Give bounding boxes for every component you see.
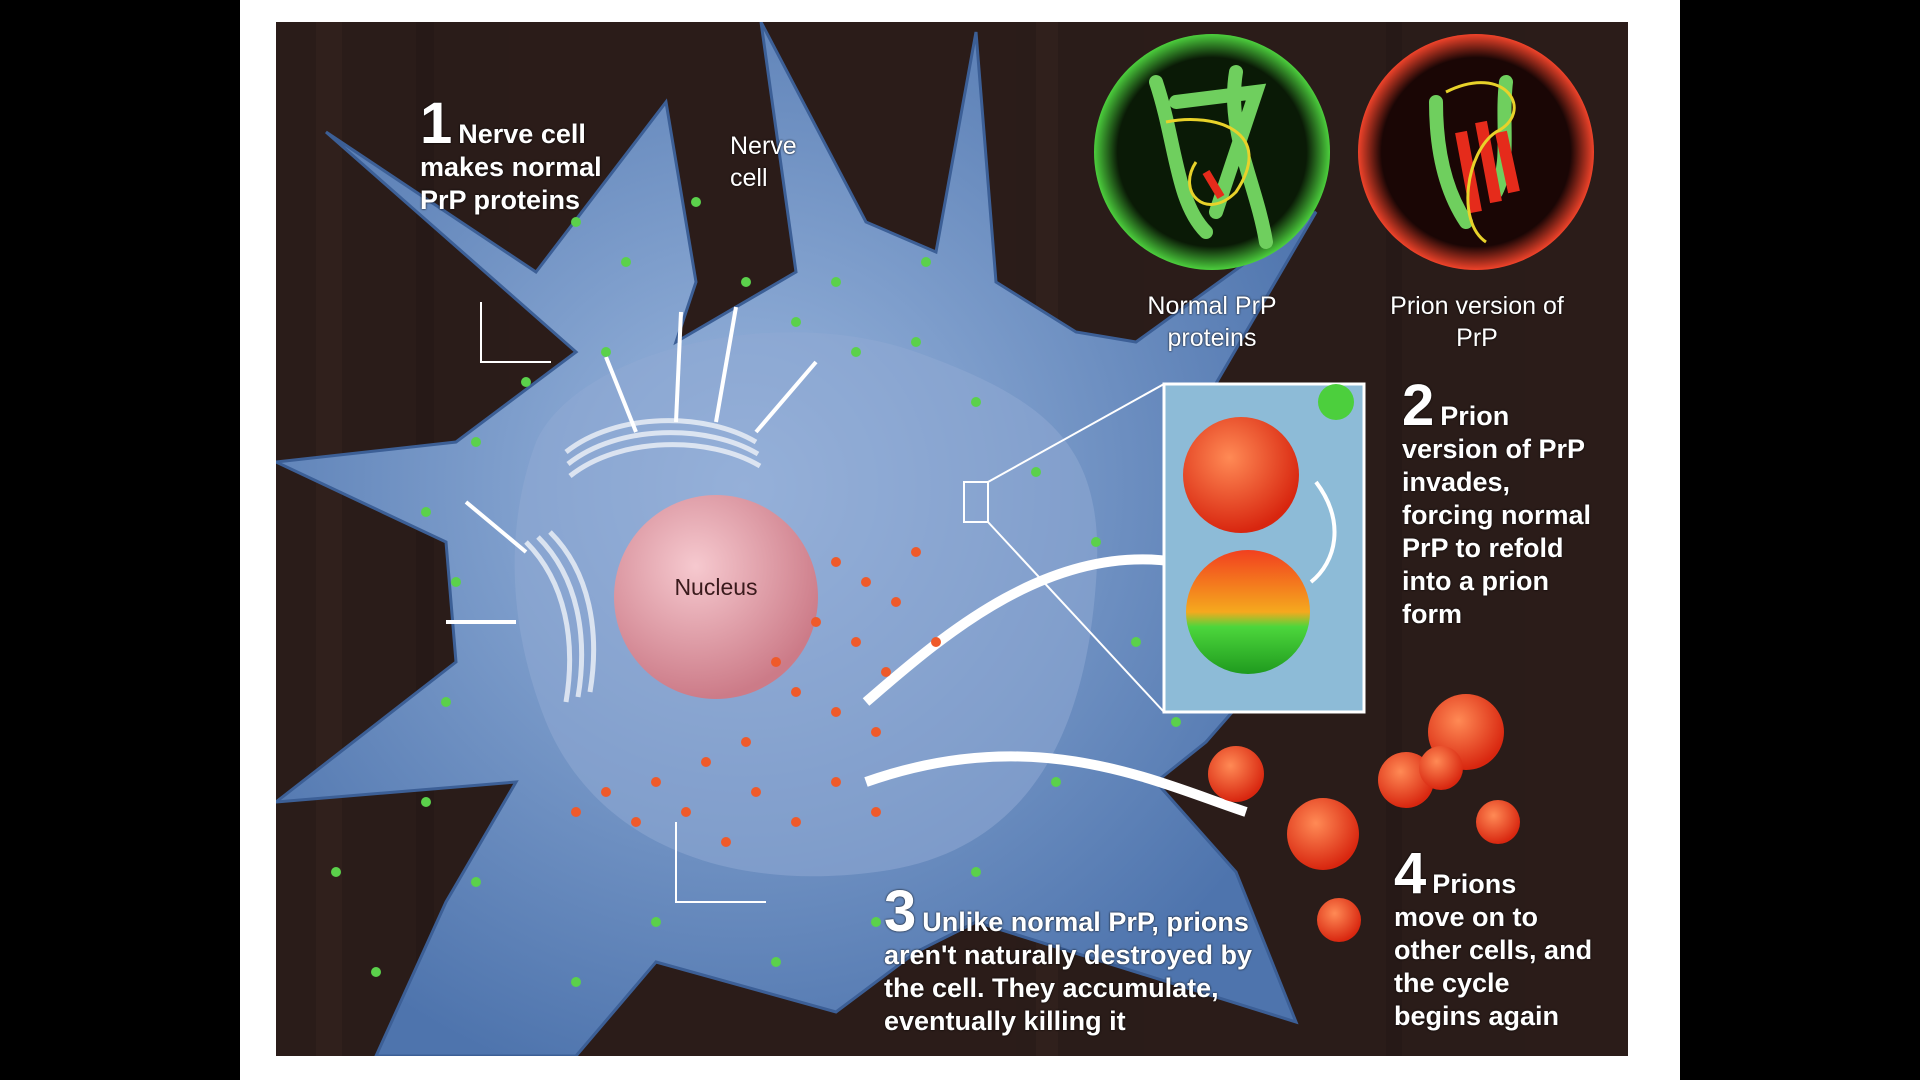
step-3-text: Unlike normal PrP, prions aren't natural… (884, 907, 1253, 1036)
golgi-apparatus (524, 418, 762, 703)
step-1-number: 1 (420, 91, 453, 156)
zoom-source-box (963, 481, 989, 523)
accumulated-prion-dots (571, 547, 941, 847)
step-3-number: 3 (884, 879, 917, 944)
nucleus (614, 495, 818, 699)
step-4-text: Prions move on to other cells, and the c… (1394, 869, 1593, 1031)
step3-leader-line (675, 822, 766, 903)
normal-prp-dots (331, 197, 1181, 987)
step-4-number: 4 (1394, 841, 1427, 906)
refolding-inset (1162, 382, 1366, 714)
prion-prp-label: Prion version of PrP (1390, 292, 1564, 352)
nerve-cell-label: Nerve cell (730, 132, 797, 192)
diagram-artwork (276, 22, 1628, 1056)
prion-prp-structure (1358, 34, 1594, 270)
step-2-text: Prion version of PrP invades, forcing no… (1402, 401, 1592, 629)
transport-arrows (446, 306, 1248, 817)
normal-prp-label: Normal PrP proteins (1147, 292, 1277, 352)
nucleus-label: Nucleus (674, 574, 758, 600)
step1-leader-line (480, 302, 551, 363)
step-2-number: 2 (1402, 373, 1435, 438)
normal-prp-structure (1094, 34, 1330, 270)
step-1-text: Nerve cell makes normal PrP proteins (420, 119, 602, 215)
escaping-prions (1208, 694, 1520, 942)
